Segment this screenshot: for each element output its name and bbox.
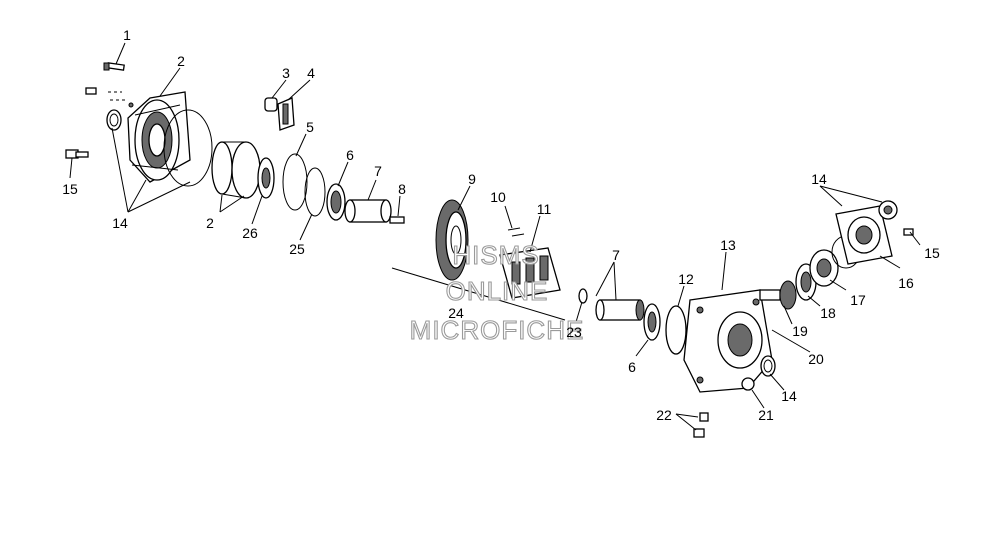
part-4 xyxy=(277,97,295,131)
callout-24: 24 xyxy=(448,305,464,321)
watermark-line-2: ONLINE xyxy=(446,276,549,306)
part-small-pins xyxy=(85,87,134,108)
callout-10: 10 xyxy=(490,189,506,205)
callout-23: 23 xyxy=(566,324,582,340)
callout-25: 25 xyxy=(289,241,305,257)
callout-15-left: 15 xyxy=(62,181,78,197)
callout-6-left: 6 xyxy=(346,147,354,163)
part-bolt-15 xyxy=(65,149,89,159)
part-pinion-19 xyxy=(759,280,797,310)
callout-9: 9 xyxy=(468,171,476,187)
callout-22: 22 xyxy=(656,407,672,423)
callout-19: 19 xyxy=(792,323,808,339)
watermark: HISMS ONLINE MICROFICHE xyxy=(409,239,585,345)
callout-16: 16 xyxy=(898,275,914,291)
part-bearing-6 xyxy=(326,183,346,221)
part-bolts-22 xyxy=(693,412,709,438)
part-cover-16 xyxy=(835,205,893,265)
part-sleeve-7 xyxy=(344,199,392,223)
callout-2-cover: 2 xyxy=(177,53,185,69)
part-hub-11 xyxy=(499,247,561,299)
part-oring-large xyxy=(163,109,213,187)
callout-15-right: 15 xyxy=(924,245,940,261)
callout-14-bottom-right: 14 xyxy=(781,388,797,404)
part-seal-14c xyxy=(878,200,898,220)
callout-20: 20 xyxy=(808,351,824,367)
callout-2-ring: 2 xyxy=(206,215,214,231)
part-sleeve-7b xyxy=(595,299,645,321)
callout-8: 8 xyxy=(398,181,406,197)
callout-1: 1 xyxy=(123,27,131,43)
part-pin-8 xyxy=(389,216,405,224)
callout-11: 11 xyxy=(537,201,552,217)
callout-7-left: 7 xyxy=(374,163,382,179)
callout-14-top-right: 14 xyxy=(811,171,827,187)
watermark-line-1: HISMS xyxy=(452,240,539,270)
callout-6-right: 6 xyxy=(628,359,636,375)
part-gearcase-cover-2 xyxy=(127,91,191,183)
leader-lines xyxy=(69,42,921,431)
callout-12: 12 xyxy=(678,271,694,287)
part-seal-14b xyxy=(760,355,776,377)
callout-7-right: 7 xyxy=(612,247,620,263)
part-ring-12 xyxy=(665,305,687,355)
part-3 xyxy=(264,97,278,112)
callout-21: 21 xyxy=(758,407,774,423)
callout-18: 18 xyxy=(820,305,836,321)
part-seal-left xyxy=(106,109,122,131)
part-bearing-6b xyxy=(643,303,661,341)
callout-5: 5 xyxy=(306,119,314,135)
axis-line-24 xyxy=(391,267,566,321)
callout-3: 3 xyxy=(282,65,290,81)
callout-17: 17 xyxy=(850,292,866,308)
part-10 xyxy=(507,227,525,237)
part-bearing-17 xyxy=(809,249,839,287)
part-housing-20 xyxy=(683,289,773,393)
watermark-line-3: MICROFICHE xyxy=(410,315,585,345)
part-26 xyxy=(257,157,275,199)
callout-26: 26 xyxy=(242,225,258,241)
callout-labels: 1 2 2 3 4 5 6 6 7 7 8 9 10 11 12 13 14 1… xyxy=(62,27,940,423)
part-ring-gear-9 xyxy=(435,199,469,281)
part-clip-23 xyxy=(578,288,588,304)
part-21 xyxy=(741,377,755,391)
callout-4: 4 xyxy=(307,65,315,81)
part-screw-1 xyxy=(103,62,125,71)
callout-13: 13 xyxy=(720,237,736,253)
callout-14-left: 14 xyxy=(112,215,128,231)
part-bolt-15b xyxy=(903,228,914,236)
part-snap-ring-5 xyxy=(282,153,308,211)
part-ring-25 xyxy=(304,167,326,217)
part-ring-2b xyxy=(211,141,261,199)
